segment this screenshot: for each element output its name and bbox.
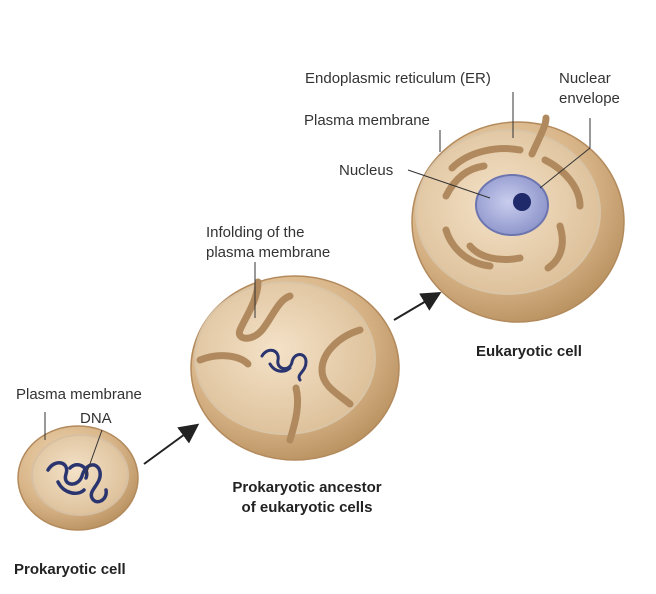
er-label: Endoplasmic reticulum (ER) — [305, 70, 491, 87]
caption-ancestor-line1: Prokaryotic ancestor — [232, 479, 382, 496]
prokaryotic-cell — [17, 412, 139, 531]
nuclear-envelope-label-line1: Nuclear — [559, 70, 611, 87]
prok-dna-leader — [85, 429, 103, 476]
ancestor-cell-face — [194, 281, 376, 435]
prok-dna-label: DNA — [80, 410, 112, 427]
ancestor-cell — [190, 262, 400, 461]
envelope-leader-diag — [539, 147, 591, 189]
infolding-groove-left — [196, 352, 252, 368]
nucleus-label: Nucleus — [339, 162, 394, 179]
infolding-groove-right — [318, 326, 364, 408]
nucleolus — [513, 193, 531, 211]
infolding-groove-top — [235, 278, 294, 342]
caption-ancestor-line2: of eukaryotic cells — [241, 499, 373, 516]
caption-prokaryotic-cell: Prokaryotic cell — [14, 561, 126, 578]
prokaryotic-cell-face — [31, 434, 129, 516]
prok-plasma-membrane-label: Plasma membrane — [16, 386, 142, 403]
infolding-groove-bottom — [286, 384, 302, 444]
infolding-label-line1: Infolding of the — [206, 224, 305, 241]
arrow-to-eukaryote — [393, 291, 442, 321]
nucleus-leader — [407, 169, 491, 199]
euk-plasma-membrane-label: Plasma membrane — [304, 112, 430, 129]
infolding-label-line2: plasma membrane — [206, 244, 331, 261]
eukaryotic-cell — [407, 92, 625, 323]
prokaryotic-dna-icon — [46, 461, 108, 504]
nuclear-envelope-label-line2: envelope — [559, 90, 620, 107]
ancestor-dna-icon — [260, 348, 308, 382]
caption-eukaryotic-cell: Eukaryotic cell — [476, 343, 582, 360]
er-folds — [442, 114, 584, 272]
arrow-to-ancestor — [143, 423, 200, 465]
nucleus — [475, 174, 549, 236]
